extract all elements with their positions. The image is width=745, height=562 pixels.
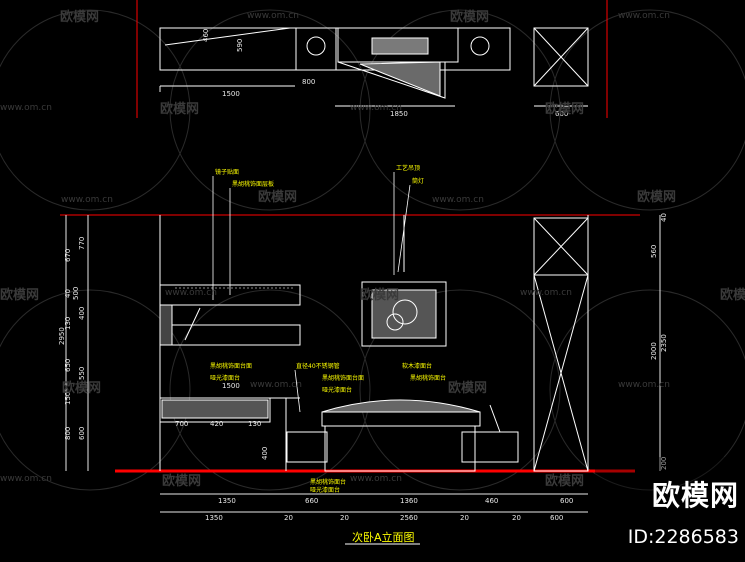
elev-top-dim: 600 <box>560 497 573 505</box>
elevation-top-dimension-texts: 1350 660 1360 460 600 <box>218 497 573 505</box>
mid-dim: 700 <box>175 420 188 428</box>
watermark-url: www.om.cn <box>165 288 217 298</box>
elev-bot-dim: 2560 <box>400 514 418 522</box>
callout-label: 哑光漆面台 <box>210 374 240 382</box>
watermark-arcs <box>0 9 745 491</box>
watermark-url: www.om.cn <box>520 288 572 298</box>
callout-labels: 镜子贴面黑胡桃饰面层板工艺吊顶筒灯黑胡桃饰面台面哑光漆面台直径40不锈钢管黑胡桃… <box>210 164 446 494</box>
watermark-text: 欧模网 <box>545 474 585 489</box>
plan-view <box>136 0 608 118</box>
plan-dim: 460 <box>202 29 210 42</box>
callout-label: 镜子贴面 <box>215 168 239 176</box>
watermark-url: www.om.cn <box>0 474 52 484</box>
watermark-text: 欧模网 <box>0 288 40 303</box>
watermark-text: 欧模网 <box>258 190 298 205</box>
left-dim: 130 <box>64 317 72 330</box>
watermark-url: www.om.cn <box>0 103 52 113</box>
callout-label: 黑胡桃饰面台 <box>410 374 446 382</box>
watermark-text: 欧模网 <box>60 10 100 25</box>
mid-dim: 420 <box>210 420 223 428</box>
elev-bot-dim: 20 <box>340 514 349 522</box>
right-dim: 560 <box>650 245 658 258</box>
callout-label: 工艺吊顶 <box>396 164 420 172</box>
watermark-text: 欧模网 <box>448 381 488 396</box>
elev-top-dim: 660 <box>305 497 318 505</box>
watermark-text: 欧模网 <box>637 190 677 205</box>
elev-bot-dim: 20 <box>284 514 293 522</box>
plan-dim: 590 <box>236 39 244 52</box>
watermark-text: 欧模网 <box>62 381 102 396</box>
watermark-text: 欧模网 <box>450 10 490 25</box>
callout-label: 哑光漆面台 <box>322 386 352 394</box>
watermark-url: www.om.cn <box>432 195 484 205</box>
left-dim: 550 <box>78 367 86 380</box>
elev-top-dim: 1350 <box>218 497 236 505</box>
leader-line <box>397 184 411 273</box>
left-dim: 150 <box>64 392 72 405</box>
mid-dim: 1500 <box>222 382 240 390</box>
plan-dim: 1500 <box>222 90 240 98</box>
brand-id: ID:2286583 <box>627 526 739 548</box>
brand-panel <box>595 457 745 562</box>
elevation-view <box>60 214 640 473</box>
plan-dim: 600 <box>555 110 568 118</box>
leader-line <box>294 369 301 413</box>
watermark-text: 欧模网 <box>360 288 400 303</box>
elev-bot-dim: 600 <box>550 514 563 522</box>
elevation-bottom-dimension-texts: 1350 20 20 2560 20 20 600 <box>205 514 563 522</box>
watermark-text: 欧模网 <box>545 102 585 117</box>
callout-label: 黑胡桃饰面层板 <box>232 180 274 188</box>
right-dim: 200 <box>660 457 668 470</box>
left-dim: 2950 <box>58 327 66 345</box>
watermark-url: www.om.cn <box>618 380 670 390</box>
elev-top-dim: 1360 <box>400 497 418 505</box>
dimension-lines <box>65 86 661 513</box>
left-dim: 800 <box>64 427 72 440</box>
left-dimension-texts: 670 770 40 400 130 500 2950 650 550 150 800 600 <box>58 237 86 440</box>
right-dim: 40 <box>660 213 668 222</box>
watermark-url: www.om.cn <box>618 11 670 21</box>
callout-label: 黑胡桃饰面台 <box>310 478 346 486</box>
brand-logo-text: 欧模网 <box>651 479 739 512</box>
left-dim: 40 <box>64 289 72 298</box>
callout-label: 黑胡桃饰面台面 <box>322 374 364 382</box>
watermark-text: 欧模网 <box>162 474 202 489</box>
callout-label: 直径40不锈钢管 <box>296 362 340 370</box>
watermark-url: www.om.cn <box>250 380 302 390</box>
watermark-url: www.om.cn <box>61 195 113 205</box>
callout-label: 软木漆面台 <box>402 362 432 370</box>
left-dim: 650 <box>64 359 72 372</box>
elev-bot-dim: 1350 <box>205 514 223 522</box>
right-dim: 2350 <box>660 334 668 352</box>
watermark-text: 欧模网 <box>160 102 200 117</box>
callout-label: 黑胡桃饰面台面 <box>210 362 252 370</box>
left-dim: 600 <box>78 427 86 440</box>
elev-bot-dim: 20 <box>460 514 469 522</box>
left-dim: 500 <box>72 287 80 300</box>
left-dim: 670 <box>64 249 72 262</box>
left-dim: 770 <box>78 237 86 250</box>
watermark-url: www.om.cn <box>247 11 299 21</box>
mid-dim: 400 <box>261 447 269 460</box>
left-dim: 400 <box>78 307 86 320</box>
right-dim: 2000 <box>650 342 658 360</box>
watermark-url: www.om.cn <box>350 103 402 113</box>
plan-dim: 1850 <box>390 110 408 118</box>
callout-label: 筒灯 <box>412 177 424 185</box>
elev-bot-dim: 20 <box>512 514 521 522</box>
mid-dimension-texts: 700 420 130 1500 400 <box>175 382 269 460</box>
watermark-url: www.om.cn <box>350 474 402 484</box>
elev-top-dim: 460 <box>485 497 498 505</box>
watermark-text: 欧模网 <box>720 288 745 303</box>
drawing-title: 次卧A立面图 <box>352 530 415 544</box>
plan-dimension-texts: 1500 1850 600 800 590 460 <box>202 29 568 118</box>
callout-label: 哑光漆面台 <box>310 486 340 494</box>
plan-dim: 800 <box>302 78 315 86</box>
mid-dim: 130 <box>248 420 261 428</box>
